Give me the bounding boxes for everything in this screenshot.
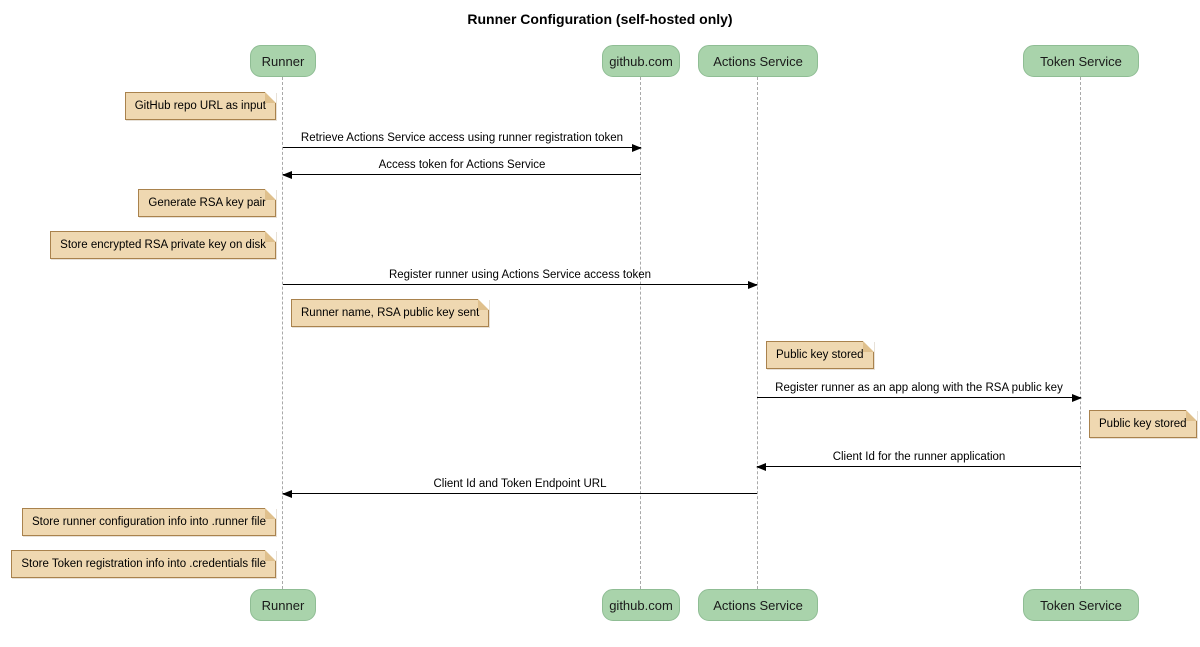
- message-github-to-runner: Access token for Actions Service: [282, 145, 641, 179]
- note-text: Public key stored: [1099, 418, 1187, 430]
- note-text: Store runner configuration info into .ru…: [32, 516, 266, 528]
- message-line: [757, 397, 1081, 398]
- message-label: Access token for Actions Service: [378, 159, 546, 171]
- message-line: [283, 147, 641, 148]
- arrowhead-right-icon: [632, 144, 642, 152]
- message-actions-to-runner: Client Id and Token Endpoint URL: [282, 464, 757, 498]
- participant-github-bottom: github.com: [602, 589, 680, 621]
- message-line: [283, 284, 757, 285]
- participant-github-top: github.com: [602, 45, 680, 77]
- message-actions-to-token: Register runner as an app along with the…: [757, 368, 1082, 402]
- note-fold-corner-icon: [265, 92, 276, 103]
- message-runner-to-github: Retrieve Actions Service access using ru…: [283, 118, 642, 152]
- lifeline-actions-service: [757, 77, 758, 589]
- arrowhead-left-icon: [282, 171, 292, 179]
- note-runner-name-public-key-sent: Runner name, RSA public key sent: [291, 299, 490, 327]
- arrowhead-left-icon: [282, 490, 292, 498]
- participant-actions-service-bottom: Actions Service: [698, 589, 818, 621]
- note-text: Generate RSA key pair: [148, 197, 266, 209]
- note-text: Store Token registration info into .cred…: [21, 558, 266, 570]
- note-fold-corner-icon: [862, 341, 874, 352]
- arrowhead-right-icon: [748, 281, 758, 289]
- note-public-key-stored-token: Public key stored: [1089, 410, 1197, 438]
- diagram-title: Runner Configuration (self-hosted only): [467, 11, 733, 27]
- message-label: Client Id for the runner application: [832, 451, 1006, 463]
- note-fold-corner-icon: [265, 550, 276, 561]
- message-label: Client Id and Token Endpoint URL: [433, 478, 607, 490]
- note-store-credentials-file: Store Token registration info into .cred…: [11, 550, 276, 578]
- participant-runner-top: Runner: [250, 45, 316, 77]
- note-text: Runner name, RSA public key sent: [301, 307, 480, 319]
- arrowhead-left-icon: [756, 463, 766, 471]
- note-fold-corner-icon: [265, 231, 276, 242]
- message-line: [283, 493, 757, 494]
- note-store-encrypted-private-key: Store encrypted RSA private key on disk: [50, 231, 276, 259]
- note-text: Public key stored: [776, 349, 864, 361]
- note-fold-corner-icon: [265, 508, 276, 519]
- note-fold-corner-icon: [1185, 410, 1197, 421]
- lifeline-runner: [282, 77, 283, 589]
- message-line: [283, 174, 641, 175]
- message-label: Register runner as an app along with the…: [775, 382, 1063, 394]
- note-fold-corner-icon: [478, 299, 490, 310]
- participant-actions-service-top: Actions Service: [698, 45, 818, 77]
- lifeline-github: [640, 77, 641, 589]
- note-fold-corner-icon: [265, 189, 276, 200]
- message-line: [757, 466, 1081, 467]
- note-generate-rsa-key-pair: Generate RSA key pair: [138, 189, 276, 217]
- note-text: GitHub repo URL as input: [134, 100, 266, 112]
- message-label: Retrieve Actions Service access using ru…: [300, 132, 624, 144]
- lifeline-token-service: [1080, 77, 1081, 589]
- participant-token-service-bottom: Token Service: [1023, 589, 1139, 621]
- participant-token-service-top: Token Service: [1023, 45, 1139, 77]
- message-token-to-actions: Client Id for the runner application: [756, 437, 1081, 471]
- message-runner-to-actions: Register runner using Actions Service ac…: [283, 255, 758, 289]
- message-label: Register runner using Actions Service ac…: [388, 269, 652, 281]
- note-github-repo-url: GitHub repo URL as input: [124, 92, 276, 120]
- participant-runner-bottom: Runner: [250, 589, 316, 621]
- note-text: Store encrypted RSA private key on disk: [60, 239, 266, 251]
- note-store-runner-file: Store runner configuration info into .ru…: [22, 508, 276, 536]
- arrowhead-right-icon: [1072, 394, 1082, 402]
- note-public-key-stored-actions: Public key stored: [766, 341, 874, 369]
